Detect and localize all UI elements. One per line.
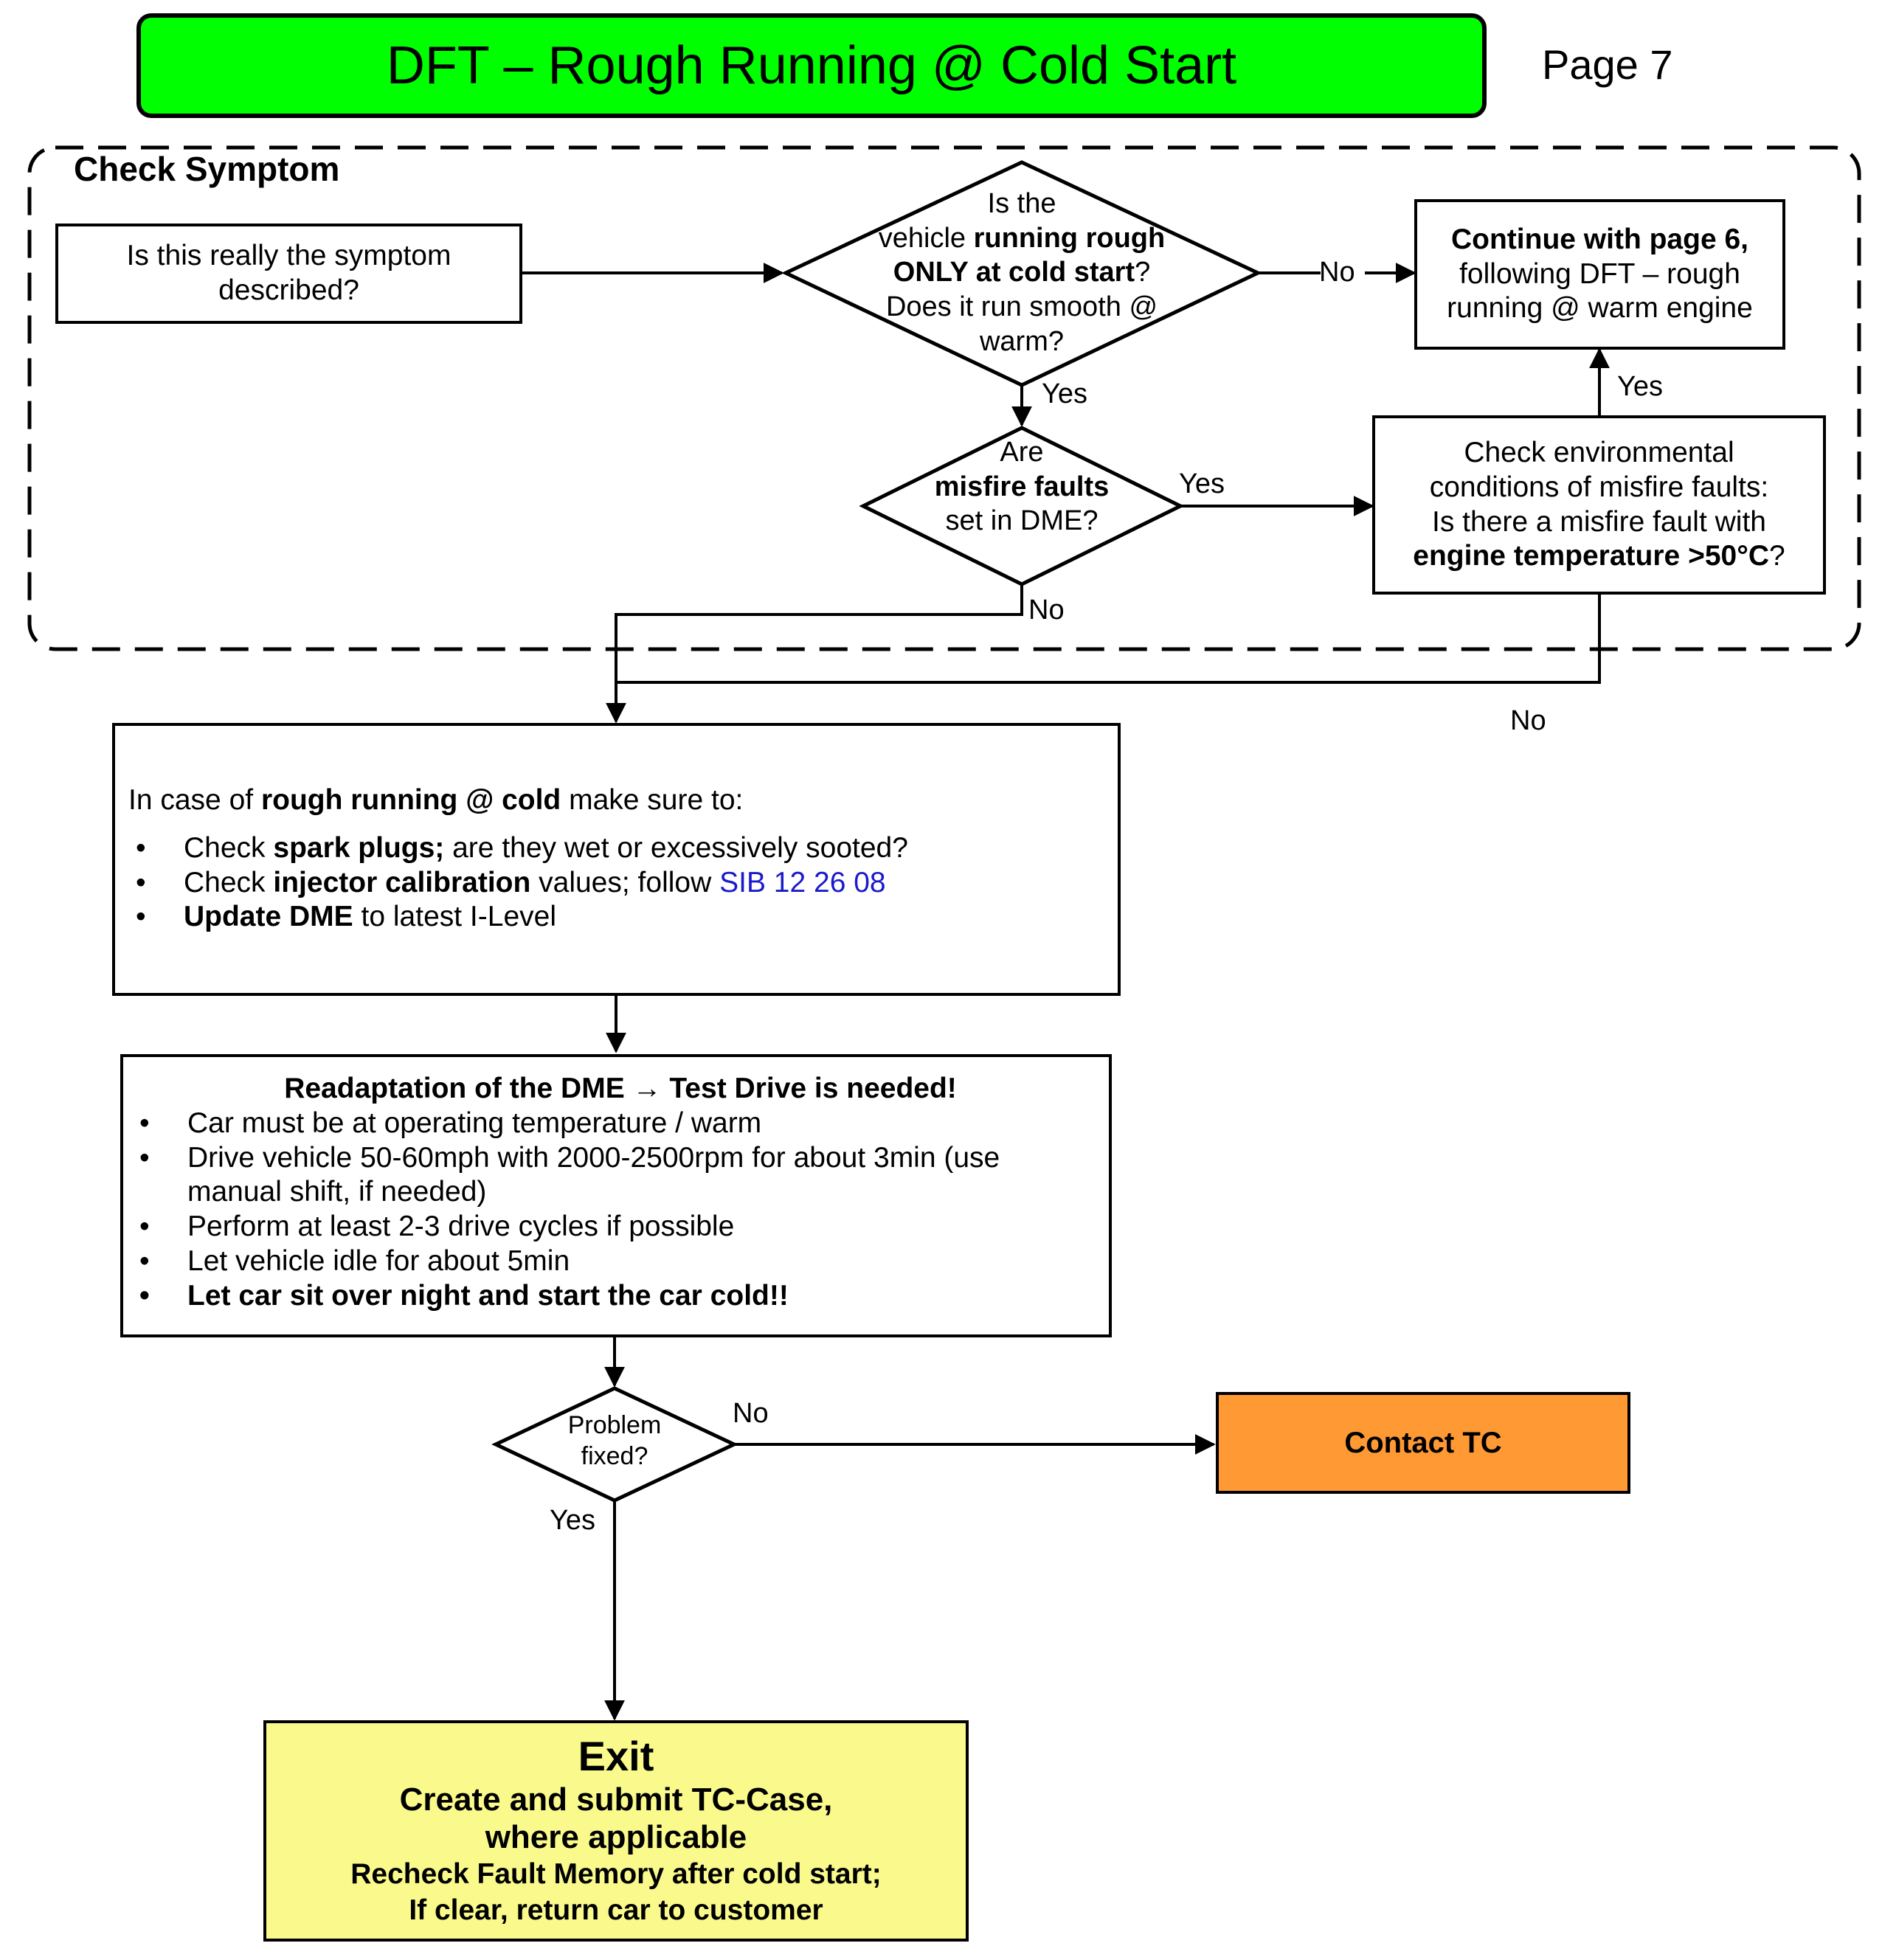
cold-box-intro: In case of rough running @ cold make sur… — [128, 784, 744, 816]
cold-box-list: Check spark plugs; are they wet or exces… — [128, 831, 1118, 935]
exit-box: Exit Create and submit TC-Case, where ap… — [263, 1720, 969, 1942]
label-misfire-yes: Yes — [1179, 468, 1225, 499]
decision-cold-start-text: Is the vehicle running rough ONLY at col… — [878, 188, 1166, 357]
exit-heading: Exit — [578, 1733, 654, 1780]
readapt-heading: Readaptation of the DME → Test Drive is … — [284, 1073, 957, 1104]
continue-page6-box: Continue with page 6, following DFT – ro… — [1414, 199, 1785, 350]
page-number: Page 7 — [1542, 41, 1673, 88]
rough-running-cold-box: In case of rough running @ cold make sur… — [112, 723, 1121, 996]
start-box-text: Is this really the symptom described? — [126, 240, 452, 306]
list-item: Perform at least 2-3 drive cycles if pos… — [132, 1210, 1094, 1244]
line-env-no — [606, 595, 1601, 724]
list-item: Let vehicle idle for about 5min — [132, 1244, 1094, 1279]
label-env-no: No — [1510, 705, 1546, 736]
label-cold-yes: Yes — [1042, 378, 1087, 409]
list-item: Car must be at operating temperature / w… — [132, 1107, 1094, 1141]
sib-link[interactable]: SIB 12 26 08 — [719, 866, 886, 898]
label-cold-no: No — [1319, 257, 1355, 288]
title-banner: DFT – Rough Running @ Cold Start — [136, 13, 1487, 118]
line-misfire-no — [615, 584, 1023, 686]
label-misfire-no: No — [1028, 595, 1065, 626]
readaptation-box: Readaptation of the DME → Test Drive is … — [120, 1054, 1112, 1337]
check-symptom-label: Check Symptom — [74, 150, 340, 188]
decision-problem-fixed-text: Problem fixed? — [567, 1411, 662, 1470]
list-item: Check injector calibration values; follo… — [128, 866, 1118, 901]
label-fixed-no: No — [733, 1398, 769, 1429]
decision-misfire-text: Are misfire faults set in DME? — [934, 437, 1110, 537]
list-item: Drive vehicle 50-60mph with 2000-2500rpm… — [132, 1141, 1094, 1211]
label-fixed-yes: Yes — [550, 1505, 595, 1536]
label-env-yes: Yes — [1617, 371, 1663, 402]
readapt-list: Car must be at operating temperature / w… — [132, 1107, 1094, 1314]
list-item: Update DME to latest I-Level — [128, 900, 1118, 935]
environmental-conditions-box: Check environmental conditions of misfir… — [1372, 415, 1826, 595]
start-box: Is this really the symptom described? — [55, 224, 522, 324]
page-title: DFT – Rough Running @ Cold Start — [386, 36, 1237, 95]
list-item: Let car sit over night and start the car… — [132, 1279, 1094, 1314]
list-item: Check spark plugs; are they wet or exces… — [128, 831, 1118, 866]
contact-tc-box: Contact TC — [1216, 1392, 1630, 1494]
